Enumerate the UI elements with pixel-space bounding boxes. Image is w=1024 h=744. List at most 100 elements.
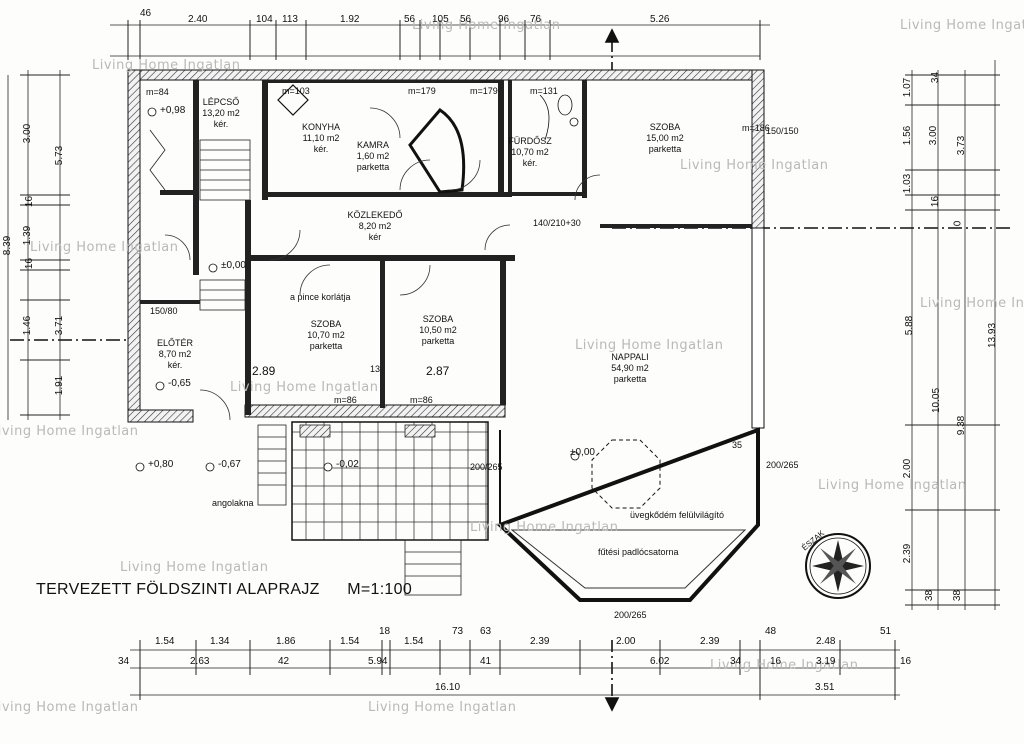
watermark-top-right: Living Home Ingatlan bbox=[900, 18, 1024, 33]
left-dim-7: 1.46 bbox=[22, 315, 34, 336]
kamra-shape bbox=[408, 108, 466, 194]
opening-200-265-b: 200/265 bbox=[766, 460, 799, 470]
right-dim-5: 1.03 bbox=[902, 173, 914, 194]
right-dim-14: 38 bbox=[924, 589, 936, 602]
level-label-7: ±0,00 bbox=[570, 447, 595, 458]
top-dim-10: 5.26 bbox=[650, 14, 670, 25]
watermark-szoba: Living Home Ingatlan bbox=[680, 158, 829, 173]
right-dim-15: 38 bbox=[952, 589, 964, 602]
left-dim-4: 8.39 bbox=[2, 235, 14, 256]
top-dim-7: 56 bbox=[460, 14, 472, 25]
top-dim-6: 105 bbox=[432, 14, 449, 25]
note-pince: a pince korlátja bbox=[290, 292, 351, 302]
door-swings bbox=[164, 107, 601, 421]
level-label-5: -0,67 bbox=[218, 459, 241, 470]
right-dim-13: 2.39 bbox=[902, 543, 914, 564]
right-dim-0: 1.07 bbox=[902, 77, 914, 98]
watermark-right: Living Home Ingatlan bbox=[920, 296, 1024, 311]
top-dim-8: 96 bbox=[498, 14, 510, 25]
bay-window bbox=[496, 427, 760, 602]
note-uvegkupola: üvegkődém felülvilágító bbox=[630, 510, 725, 520]
note-287: 2.87 bbox=[426, 364, 450, 378]
bottom-dim-8: 2.39 bbox=[530, 636, 550, 647]
left-dim-6: 3.71 bbox=[54, 315, 66, 336]
watermark-bay: Living Home Ingatlan bbox=[470, 520, 619, 535]
top-dim-1: 2.40 bbox=[188, 14, 208, 25]
top-dimension-lines bbox=[110, 20, 770, 60]
right-dim-9: 13.93 bbox=[987, 322, 999, 349]
right-dim-10: 10.05 bbox=[931, 387, 943, 414]
terrace-tile-area bbox=[291, 421, 489, 541]
right-dim-3: 3.00 bbox=[928, 125, 940, 146]
bottom-dimension-lines bbox=[130, 640, 900, 700]
note-35: 35 bbox=[732, 440, 743, 450]
left-dim-3: 1.39 bbox=[22, 225, 34, 246]
note-futesi: fűtési padlócsatorna bbox=[598, 547, 679, 557]
top-dim-3: 113 bbox=[282, 14, 298, 25]
interior-walls bbox=[140, 80, 752, 415]
bottom-dim2-4: 41 bbox=[480, 656, 492, 667]
opening-140: 140/210+30 bbox=[533, 218, 581, 228]
watermark-top-left: Living Home Ingatlan bbox=[92, 58, 241, 73]
level-label-6: -0,02 bbox=[336, 459, 359, 470]
bathroom-fixtures bbox=[539, 94, 579, 141]
compass-rose bbox=[805, 533, 871, 599]
left-dim-2: 5.73 bbox=[54, 145, 66, 166]
top-dim-4: 1.92 bbox=[340, 14, 360, 25]
drawing-title: TERVEZETT FÖLDSZINTI ALAPRAJZ M=1:100 bbox=[36, 581, 412, 599]
bottom-dim3-right: 3.51 bbox=[815, 682, 835, 693]
bottom-dim-5: 1.54 bbox=[404, 636, 424, 647]
bottom-dim2-6: 34 bbox=[730, 656, 742, 667]
note-m179: m=179 bbox=[408, 86, 436, 96]
note-289: 2.89 bbox=[252, 364, 276, 378]
watermark-top-center: Living Home Ingatlan bbox=[412, 18, 561, 33]
staircase bbox=[149, 129, 251, 311]
bottom-dim-3: 1.54 bbox=[340, 636, 360, 647]
bottom-dim-10: 2.39 bbox=[700, 636, 720, 647]
level-label-3: -0,65 bbox=[168, 378, 191, 389]
bottom-dim-6: 73 bbox=[452, 626, 464, 637]
bottom-dim2-0: 34 bbox=[118, 656, 130, 667]
note-m131: m=131 bbox=[530, 86, 558, 96]
watermark-bottom-right: Living Home Ingatlan bbox=[710, 658, 859, 673]
right-dimension-lines bbox=[905, 60, 1000, 610]
bottom-dim-0: 1.54 bbox=[155, 636, 175, 647]
bottom-dim-7: 63 bbox=[480, 626, 492, 637]
watermark-bottom-left: Living Home Ingatlan bbox=[120, 560, 269, 575]
bottom-dim2-7: 16 bbox=[770, 656, 782, 667]
left-dimension-lines bbox=[7, 70, 70, 420]
bottom-dim2-3: 5.94 bbox=[368, 656, 388, 667]
note-m84: m=84 bbox=[146, 87, 169, 97]
section-line-a bbox=[604, 28, 620, 712]
bottom-dim2-2: 42 bbox=[278, 656, 290, 667]
level-markers bbox=[135, 107, 580, 472]
watermark-left: Living Home Ingatlan bbox=[30, 240, 179, 255]
top-dim-2: 104 bbox=[256, 14, 273, 25]
top-dim-5: 56 bbox=[404, 14, 416, 25]
skylight-octagon bbox=[591, 439, 661, 509]
left-dim-1: 16 bbox=[24, 195, 36, 208]
right-dim-1: 34 bbox=[930, 71, 942, 84]
watermark-bottom-edge: Living Home Ingatlan bbox=[0, 700, 139, 715]
left-dim-5: 16 bbox=[24, 257, 36, 270]
note-m86b: m=86 bbox=[410, 395, 433, 405]
right-dim-11: 9.38 bbox=[956, 415, 968, 436]
exterior-walls bbox=[127, 69, 765, 429]
bottom-dim-1: 1.34 bbox=[210, 636, 230, 647]
note-m186: m=186 bbox=[742, 123, 770, 133]
bottom-dim-9: 2.00 bbox=[616, 636, 636, 647]
level-label-2: ±0,00 bbox=[221, 260, 246, 271]
right-dim-4: 3.73 bbox=[956, 135, 968, 156]
note-angolakna: angolakna bbox=[212, 498, 254, 508]
kitchen-diamond-symbol bbox=[277, 84, 309, 116]
level-label-4: +0,80 bbox=[148, 459, 174, 470]
right-dim-2: 1.56 bbox=[902, 125, 914, 146]
